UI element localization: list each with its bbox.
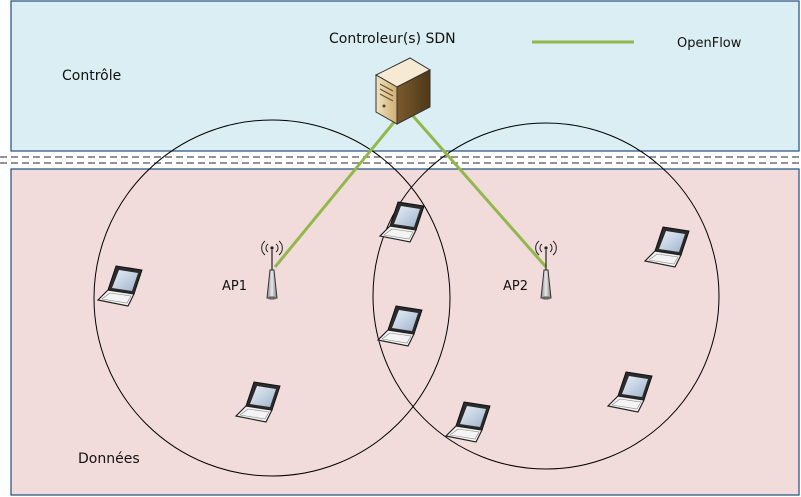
openflow-link-ap2 bbox=[411, 115, 548, 268]
ap1-label: AP1 bbox=[222, 279, 247, 294]
control-plane-label: Contrôle bbox=[62, 68, 121, 84]
ap2-label: AP2 bbox=[503, 279, 528, 294]
legend-label: OpenFlow bbox=[677, 36, 742, 51]
coverage-circle-ap1 bbox=[93, 119, 451, 477]
controller-label: Controleur(s) SDN bbox=[329, 31, 456, 47]
server-tower-icon bbox=[374, 57, 432, 125]
wireless-antenna-icon bbox=[535, 240, 557, 300]
coverage-circle-ap2 bbox=[372, 122, 720, 470]
data-plane-label: Données bbox=[78, 451, 140, 467]
openflow-link-ap1 bbox=[273, 120, 397, 268]
wireless-antenna-icon bbox=[261, 240, 283, 300]
